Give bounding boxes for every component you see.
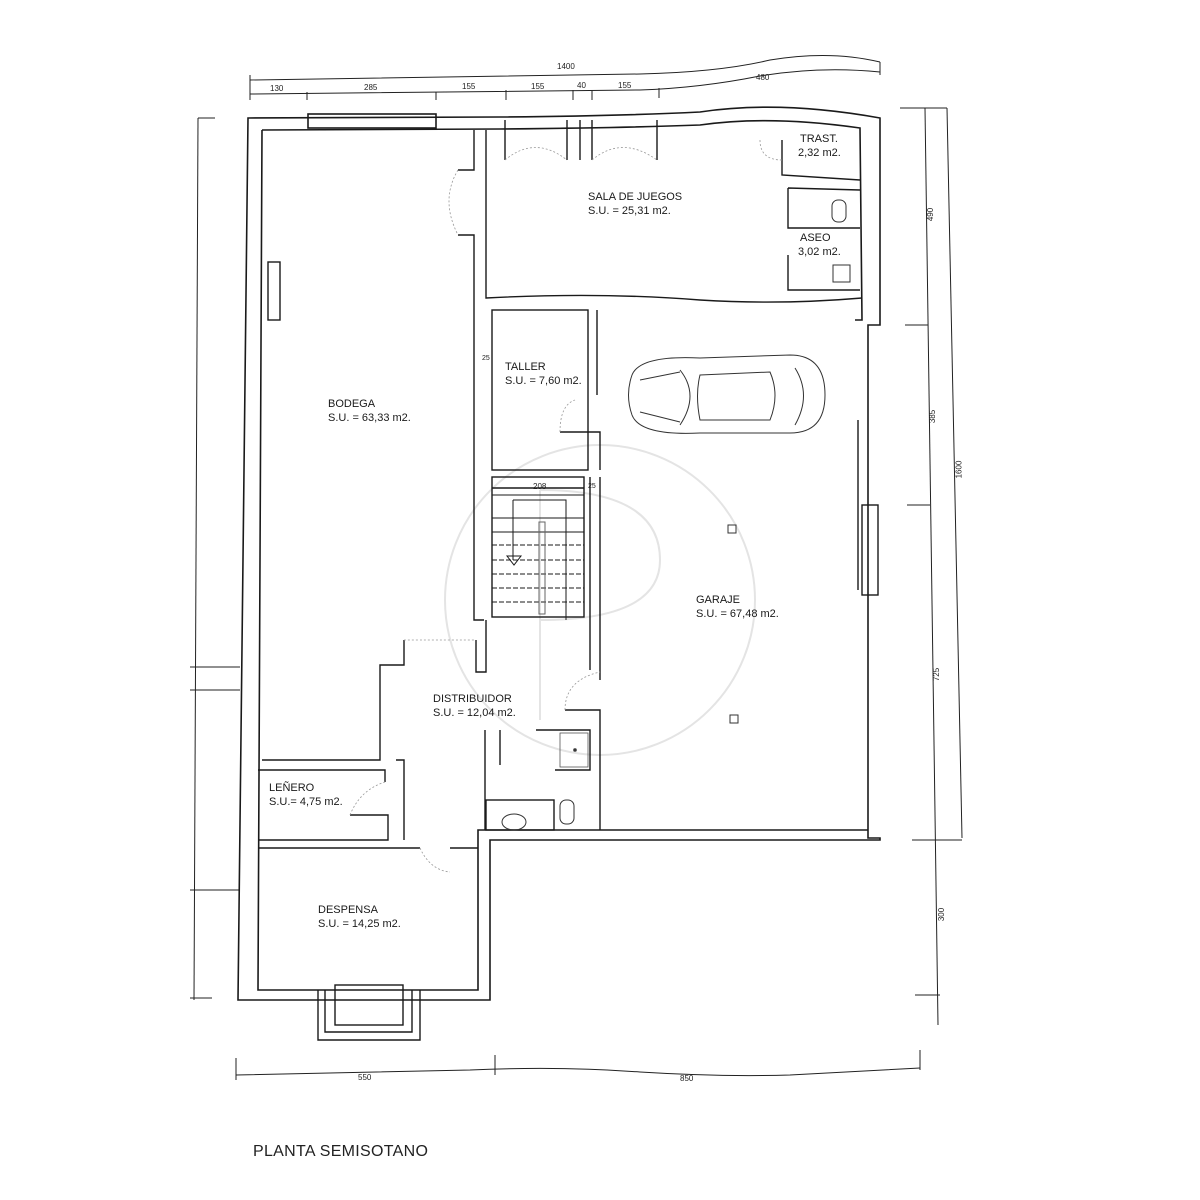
dim-right-1: 490 xyxy=(926,207,936,222)
room-garaje: GARAJE S.U. = 67,48 m2. xyxy=(696,593,779,621)
room-area: S.U. = 12,04 m2. xyxy=(433,707,516,719)
room-name: TALLER xyxy=(505,361,546,373)
room-name: SALA DE JUEGOS xyxy=(588,191,683,203)
toilet-icon xyxy=(559,199,847,825)
room-name: GARAJE xyxy=(696,594,741,606)
room-trastero: TRAST. 2,32 m2. xyxy=(798,132,841,160)
dim-wall-a: 25 xyxy=(482,355,490,362)
dim-right-total: 1600 xyxy=(954,460,964,479)
garage-marker-icon xyxy=(727,524,739,724)
stairs-icon xyxy=(492,494,584,620)
room-taller: TALLER S.U. = 7,60 m2. xyxy=(505,360,582,388)
shower-icon xyxy=(559,732,589,768)
room-name: ASEO xyxy=(800,232,831,244)
dim-top-1: 130 xyxy=(270,84,284,93)
right-dimension-lines xyxy=(900,107,963,1026)
room-area: S.U. = 63,33 m2. xyxy=(328,412,411,424)
room-name: TRAST. xyxy=(800,133,838,145)
room-area: S.U. = 67,48 m2. xyxy=(696,608,779,620)
room-area: S.U. = 14,25 m2. xyxy=(318,918,401,930)
top-dimension-lines xyxy=(249,54,881,100)
car-icon xyxy=(628,354,826,434)
dim-top-3: 155 xyxy=(462,82,476,91)
room-name: LEÑERO xyxy=(269,782,315,794)
room-name: DESPENSA xyxy=(318,904,378,916)
outer-walls xyxy=(237,106,881,1001)
room-aseo: ASEO 3,02 m2. xyxy=(798,231,841,259)
sink-icon xyxy=(501,264,851,831)
room-bodega: BODEGA S.U. = 63,33 m2. xyxy=(328,397,411,425)
dim-top-2: 285 xyxy=(364,83,378,92)
door-swing-icon xyxy=(349,139,783,873)
room-despensa: DESPENSA S.U. = 14,25 m2. xyxy=(318,903,401,931)
dim-stair-width: 208 xyxy=(533,482,547,491)
dim-right-2: 385 xyxy=(928,409,938,424)
left-dimension-lines xyxy=(190,117,240,1001)
room-lenero: LEÑERO S.U.= 4,75 m2. xyxy=(269,781,343,809)
room-area: S.U. = 7,60 m2. xyxy=(505,375,582,387)
dim-right-4: 300 xyxy=(937,907,947,922)
room-distribuidor: DISTRIBUIDOR S.U. = 12,04 m2. xyxy=(433,692,516,720)
room-area: 2,32 m2. xyxy=(798,147,841,159)
dim-bottom-2: 850 xyxy=(680,1074,694,1083)
dim-bottom-1: 550 xyxy=(358,1073,372,1082)
dim-top-7: 480 xyxy=(756,73,770,82)
plan-title: PLANTA SEMISOTANO xyxy=(253,1143,429,1160)
dim-top-6: 155 xyxy=(618,81,632,90)
room-area: S.U.= 4,75 m2. xyxy=(269,796,343,808)
dim-wall-b: 25 xyxy=(588,483,596,490)
bottom-dimension-lines xyxy=(235,1050,921,1080)
interior-walls xyxy=(258,120,879,1041)
dim-top-total: 1400 xyxy=(557,62,575,71)
room-name: BODEGA xyxy=(328,398,376,410)
room-sala-de-juegos: SALA DE JUEGOS S.U. = 25,31 m2. xyxy=(588,190,682,218)
dim-top-4: 155 xyxy=(531,82,545,91)
room-area: S.U. = 25,31 m2. xyxy=(588,205,671,217)
room-name: DISTRIBUIDOR xyxy=(433,693,512,705)
dim-right-3: 725 xyxy=(932,667,942,682)
room-area: 3,02 m2. xyxy=(798,246,841,258)
dim-top-5: 40 xyxy=(577,81,586,90)
